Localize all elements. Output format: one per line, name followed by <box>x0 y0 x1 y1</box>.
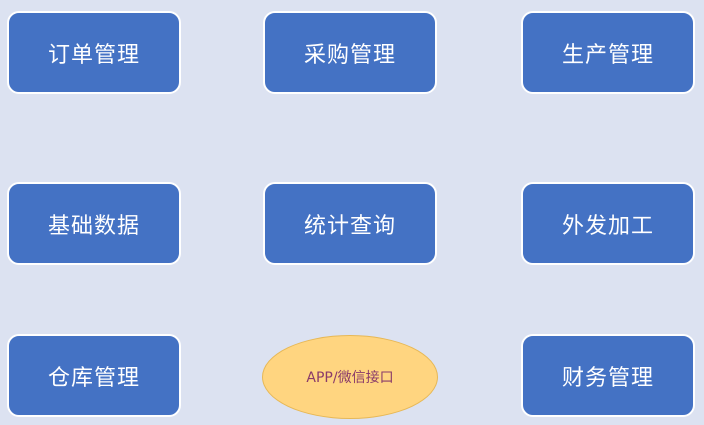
module-label: 仓库管理 <box>47 365 140 391</box>
module-label: 基础数据 <box>47 213 140 239</box>
module-basic-data[interactable]: 基础数据 <box>7 182 181 265</box>
module-order-management[interactable]: 订单管理 <box>7 11 181 94</box>
module-outsourced-processing[interactable]: 外发加工 <box>521 182 695 265</box>
module-production-management[interactable]: 生产管理 <box>521 11 695 94</box>
app-wechat-interface[interactable]: APP/微信接口 <box>262 335 438 419</box>
interface-label: APP/微信接口 <box>306 370 394 386</box>
module-statistics-query[interactable]: 统计查询 <box>263 182 437 265</box>
module-label: 统计查询 <box>303 213 396 239</box>
module-finance-management[interactable]: 财务管理 <box>521 334 695 417</box>
module-label: 生产管理 <box>561 42 654 68</box>
module-label: 财务管理 <box>561 365 654 391</box>
module-label: 订单管理 <box>47 42 140 68</box>
module-warehouse-management[interactable]: 仓库管理 <box>7 334 181 417</box>
module-label: 外发加工 <box>561 213 654 239</box>
module-purchase-management[interactable]: 采购管理 <box>263 11 437 94</box>
module-label: 采购管理 <box>303 42 396 68</box>
